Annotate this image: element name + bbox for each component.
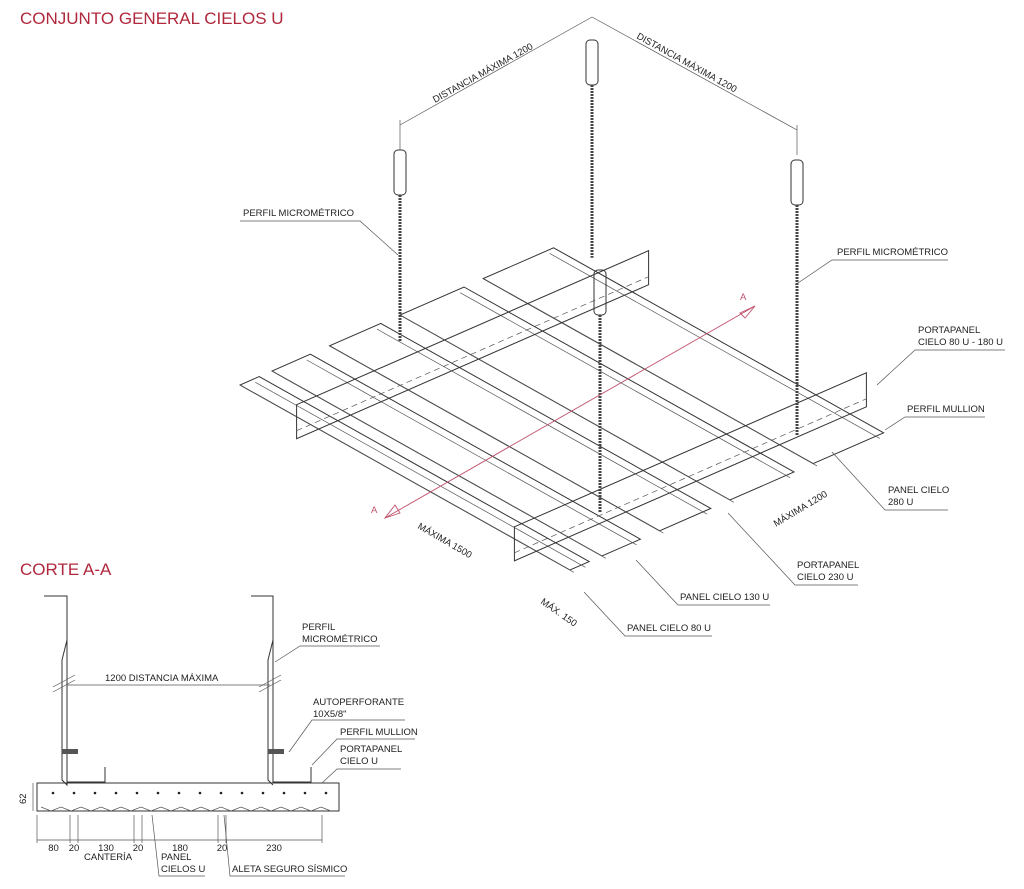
rivet-dot bbox=[72, 791, 76, 795]
label-perfil-micrometrico-left: PERFIL MICROMÉTRICO bbox=[243, 208, 354, 219]
sec-label-portapanel-l1: PORTAPANEL bbox=[340, 744, 402, 755]
rivet-dot bbox=[261, 791, 265, 795]
sec-label-portapanel-l2: CIELO U bbox=[340, 756, 378, 767]
panel-edge bbox=[333, 347, 664, 534]
hanger-plate bbox=[393, 149, 407, 196]
rivet-dot bbox=[51, 791, 55, 795]
ceiling-panel bbox=[270, 353, 642, 557]
rivet-dot bbox=[135, 791, 139, 795]
perfil-micrometrico bbox=[790, 159, 804, 436]
rivet-dot bbox=[156, 791, 160, 795]
dim-length-label: MÁXIMA 1500 bbox=[416, 521, 474, 561]
panel-edge bbox=[243, 387, 575, 573]
panel-edge bbox=[549, 253, 880, 439]
width-label: 230 bbox=[266, 843, 282, 854]
main-title: CONJUNTO GENERAL CIELOS U bbox=[20, 9, 284, 28]
panel-edge bbox=[255, 381, 586, 568]
label-panel-280-l2: 280 U bbox=[888, 497, 913, 508]
label-portapanel-230-l1: PORTAPANEL bbox=[797, 560, 859, 571]
rivet-dot bbox=[303, 791, 307, 795]
screw-left-icon bbox=[62, 749, 78, 754]
top-dimensions: DISTANCIA MÁXIMA 1200 DISTANCIA MÁXIMA 1… bbox=[399, 16, 798, 155]
section-arrow-top bbox=[739, 305, 756, 319]
perfil-micrometrico bbox=[593, 269, 607, 513]
panel-edge bbox=[376, 328, 708, 515]
dim-left-label: DISTANCIA MÁXIMA 1200 bbox=[431, 41, 535, 105]
label-portapanel-80-180-l2: CIELO 80 U - 180 U bbox=[918, 337, 1003, 348]
panel-profile bbox=[40, 806, 332, 812]
sec-label-micrometrico-l2: MICROMÉTRICO bbox=[302, 634, 377, 645]
section-title: CORTE A-A bbox=[20, 560, 112, 579]
panel-edge bbox=[459, 292, 791, 478]
dim-max150-label: MÁX. 150 bbox=[538, 596, 578, 629]
label-panel-80: PANEL CIELO 80 U bbox=[627, 623, 711, 634]
rivet-dot bbox=[219, 791, 223, 795]
label-portapanel-80-180-l1: PORTAPANEL bbox=[918, 325, 980, 336]
sec-label-aleta: ALETA SEGURO SÍSMICO bbox=[232, 864, 347, 875]
width-label: 130 bbox=[98, 843, 114, 854]
rivet-dot bbox=[93, 791, 97, 795]
section-height-label: 62 bbox=[18, 793, 29, 804]
sec-label-autoperforante-l2: 10X5/8" bbox=[313, 709, 346, 720]
label-perfil-micrometrico-right: PERFIL MICROMÉTRICO bbox=[837, 247, 948, 258]
rivet-dot bbox=[282, 791, 286, 795]
sec-label-panel-l2: CIELOS U bbox=[161, 864, 205, 875]
panel-edge bbox=[275, 373, 607, 559]
label-panel-130: PANEL CIELO 130 U bbox=[680, 592, 769, 603]
width-label: 20 bbox=[217, 843, 228, 854]
label-panel-280-l1: PANEL CIELO bbox=[888, 485, 949, 496]
sec-label-autoperforante-l1: AUTOPERFORANTE bbox=[313, 697, 404, 708]
width-label: 20 bbox=[69, 843, 80, 854]
hanger-plate bbox=[585, 39, 599, 86]
iso-labels: PERFIL MICROMÉTRICO PERFIL MICROMÉTRICO … bbox=[240, 208, 1005, 637]
ceiling-panel bbox=[238, 376, 591, 571]
portapanel-clip bbox=[514, 398, 867, 554]
label-portapanel-230-l2: CIELO 230 U bbox=[797, 572, 854, 583]
hanger-plate bbox=[790, 159, 804, 206]
label-perfil-mullion: PERFIL MULLION bbox=[907, 404, 985, 415]
width-label: 180 bbox=[172, 843, 188, 854]
section-mark-a-bottom: A bbox=[371, 505, 378, 516]
section-distance-label: 1200 DISTANCIA MÁXIMA bbox=[105, 673, 219, 684]
rivet-dot bbox=[198, 791, 202, 795]
ceiling-panel bbox=[398, 286, 796, 501]
perfil-micrometrico bbox=[585, 39, 599, 258]
screw-right-icon bbox=[268, 749, 284, 754]
panel-edge bbox=[403, 317, 735, 503]
width-label: 80 bbox=[48, 843, 59, 854]
panel-edge bbox=[486, 280, 818, 467]
section-line bbox=[384, 305, 756, 519]
panel-edge bbox=[306, 359, 637, 546]
perfil-mullion bbox=[513, 372, 867, 562]
sec-label-micrometrico-l1: PERFIL bbox=[302, 622, 335, 633]
portapanel-clip bbox=[296, 276, 649, 432]
ceiling-panel bbox=[482, 247, 885, 465]
rivet-dot bbox=[240, 791, 244, 795]
section-mark-a-top: A bbox=[740, 292, 747, 303]
perfil-mullion bbox=[296, 249, 650, 440]
sec-label-mullion: PERFIL MULLION bbox=[340, 727, 418, 738]
section-arrow-bottom bbox=[383, 504, 401, 519]
width-label: 20 bbox=[133, 843, 144, 854]
rivet-dot bbox=[114, 791, 118, 795]
rivet-dot bbox=[324, 791, 328, 795]
dim-right-label: DISTANCIA MÁXIMA 1200 bbox=[635, 31, 739, 95]
dim-width-label: MÁXIMA 1200 bbox=[772, 489, 830, 530]
sec-label-canteria: CANTERÍA bbox=[84, 852, 133, 863]
rivet-dot bbox=[177, 791, 181, 795]
sec-label-panel-l1: PANEL bbox=[161, 852, 191, 863]
isometric-view bbox=[238, 39, 885, 573]
